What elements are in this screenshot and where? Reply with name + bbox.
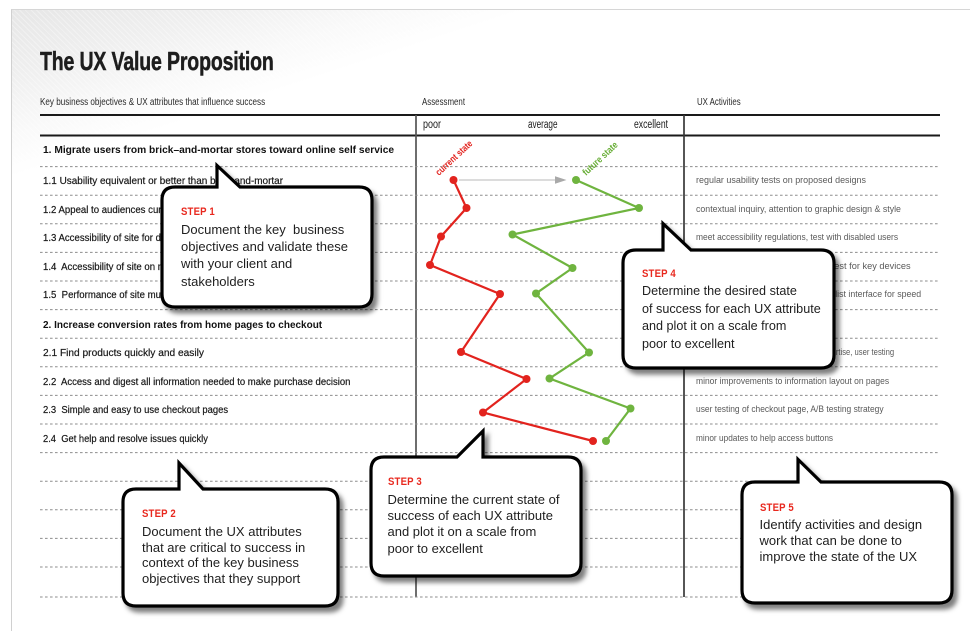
- svg-text:future state: future state: [580, 139, 620, 177]
- svg-text:current state: current state: [433, 138, 475, 178]
